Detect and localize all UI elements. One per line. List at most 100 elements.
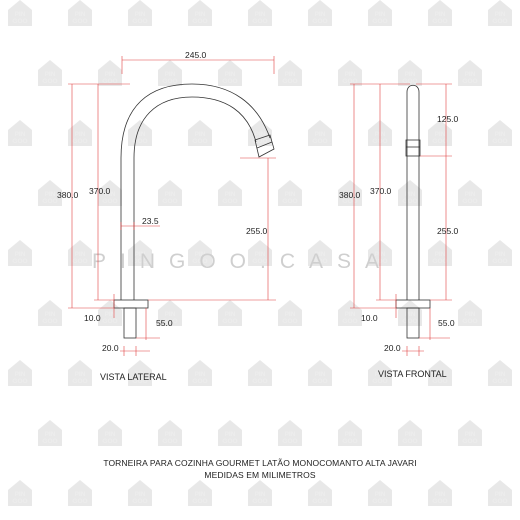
side-thread-stem: [123, 307, 137, 339]
watermark-logo-text: PIN: [135, 131, 146, 138]
front-thread-stem: [406, 307, 420, 339]
side-aerator: [254, 134, 275, 158]
side-view-faucet: [113, 83, 275, 339]
watermark-logo: PINGOO: [458, 180, 482, 206]
watermark-logo: PINGOO: [368, 360, 392, 386]
watermark-logo: PINGOO: [428, 360, 452, 386]
watermark-logo-text: PIN: [75, 131, 86, 138]
watermark-logo-text: PIN: [375, 371, 386, 378]
side-spout-inner: [133, 96, 257, 300]
watermark-logo-text: GOO: [222, 438, 237, 445]
front-dim-thread-diameter: 20.0: [384, 343, 401, 353]
watermark-logo: PINGOO: [308, 120, 332, 146]
watermark-logo-text: GOO: [132, 258, 147, 265]
watermark-logo: PINGOO: [368, 480, 392, 506]
watermark-logo: PINGOO: [278, 60, 302, 86]
watermark-logo-text: PIN: [345, 311, 356, 318]
side-dim-outlet-height: 255.0: [246, 226, 268, 236]
watermark-logo: PINGOO: [308, 360, 332, 386]
watermark-logo-text: GOO: [12, 498, 27, 505]
watermark-logo-text: PIN: [195, 131, 206, 138]
watermark-logo-text: PIN: [285, 191, 296, 198]
front-view-faucet: [395, 84, 431, 339]
side-dimension-lines: [68, 56, 276, 356]
watermark-logo-text: GOO: [42, 318, 57, 325]
watermark-logo: PINGOO: [308, 480, 332, 506]
watermark-logo: PINGOO: [488, 240, 512, 266]
watermark-logo-text: PIN: [315, 251, 326, 258]
watermark-logo: PINGOO: [128, 360, 152, 386]
watermark-logo-text: PIN: [255, 491, 266, 498]
watermark-logo: PINGOO: [68, 120, 92, 146]
watermark-logo: PINGOO: [308, 0, 332, 26]
watermark-logo-text: GOO: [252, 18, 267, 25]
watermark-logo-text: PIN: [105, 71, 116, 78]
watermark-logo: PINGOO: [218, 300, 242, 326]
watermark-logo: PINGOO: [158, 60, 182, 86]
watermark-logo-text: PIN: [105, 191, 116, 198]
watermark-logo: PINGOO: [248, 360, 272, 386]
watermark-logo-text: PIN: [345, 191, 356, 198]
watermark-logo-text: GOO: [492, 138, 507, 145]
side-dim-tube-diameter: 23.5: [142, 216, 159, 226]
watermark-logo-text: GOO: [342, 198, 357, 205]
watermark-logo-text: PIN: [255, 371, 266, 378]
side-dim-base-thickness: 10.0: [84, 313, 101, 323]
watermark-logo-text: GOO: [192, 18, 207, 25]
watermark-logo-text: GOO: [72, 138, 87, 145]
watermark-logo: PINGOO: [398, 60, 422, 86]
watermark-logo: PINGOO: [8, 480, 32, 506]
watermark-logo-text: GOO: [252, 378, 267, 385]
watermark-logo-text: GOO: [342, 78, 357, 85]
watermark-logo: PINGOO: [488, 480, 512, 506]
watermark-logo: PINGOO: [98, 420, 122, 446]
watermark-logo-text: PIN: [405, 191, 416, 198]
watermark-logo: PINGOO: [398, 420, 422, 446]
watermark-logo: PINGOO: [38, 300, 62, 326]
watermark-logo-grid: PINGOOPINGOOPINGOOPINGOOPINGOOPINGOOPING…: [8, 0, 512, 506]
watermark-logo: PINGOO: [458, 60, 482, 86]
watermark-logo-text: PIN: [165, 191, 176, 198]
side-spout-outer: [120, 83, 271, 300]
front-dim-outlet-height: 255.0: [437, 226, 459, 236]
watermark-logo-text: PIN: [435, 371, 446, 378]
watermark-logo-text: PIN: [225, 71, 236, 78]
watermark-logo-text: GOO: [282, 318, 297, 325]
watermark-logo: PINGOO: [338, 420, 362, 446]
watermark-logo-text: GOO: [12, 18, 27, 25]
watermark-logo-text: GOO: [492, 18, 507, 25]
watermark-logo: PINGOO: [38, 180, 62, 206]
watermark-logo-text: PIN: [435, 131, 446, 138]
watermark-logo-text: PIN: [375, 491, 386, 498]
front-spout-body: [406, 84, 420, 300]
watermark-logo: PINGOO: [218, 180, 242, 206]
watermark-logo-text: PIN: [465, 71, 476, 78]
watermark-logo-text: GOO: [162, 318, 177, 325]
watermark-logo-text: PIN: [465, 311, 476, 318]
watermark-logo: PINGOO: [278, 420, 302, 446]
watermark-logo-text: PIN: [15, 251, 26, 258]
watermark-logo-text: GOO: [222, 198, 237, 205]
watermark-logo-text: PIN: [135, 251, 146, 258]
watermark-logo-text: PIN: [315, 11, 326, 18]
watermark-logo: PINGOO: [248, 480, 272, 506]
watermark-logo-text: PIN: [135, 491, 146, 498]
watermark-logo-text: GOO: [432, 258, 447, 265]
front-aerator: [405, 139, 421, 157]
watermark-logo: PINGOO: [218, 420, 242, 446]
watermark-logo-text: GOO: [402, 78, 417, 85]
watermark-logo: PINGOO: [278, 180, 302, 206]
watermark-logo: PINGOO: [398, 180, 422, 206]
watermark-logo-text: PIN: [45, 311, 56, 318]
watermark-logo-text: PIN: [195, 491, 206, 498]
watermark-logo-text: PIN: [255, 131, 266, 138]
watermark-logo-text: PIN: [495, 11, 506, 18]
watermark-logo: PINGOO: [278, 300, 302, 326]
watermark-logo-text: PIN: [285, 431, 296, 438]
front-dimension-lines: [350, 83, 452, 356]
watermark-logo: PINGOO: [248, 120, 272, 146]
front-dim-thread-length: 55.0: [438, 318, 455, 328]
watermark-logo-text: GOO: [402, 318, 417, 325]
